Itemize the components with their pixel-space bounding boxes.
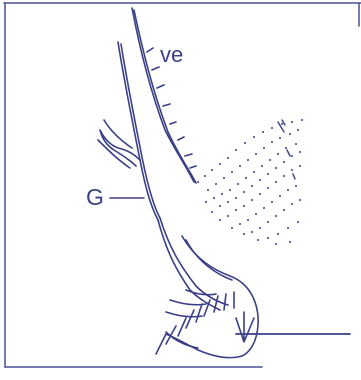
label-ve: ve bbox=[160, 44, 183, 66]
basal-bulb bbox=[156, 236, 258, 358]
label-g: G bbox=[86, 186, 104, 209]
g-structure bbox=[98, 42, 228, 310]
stippled-region bbox=[197, 119, 303, 245]
